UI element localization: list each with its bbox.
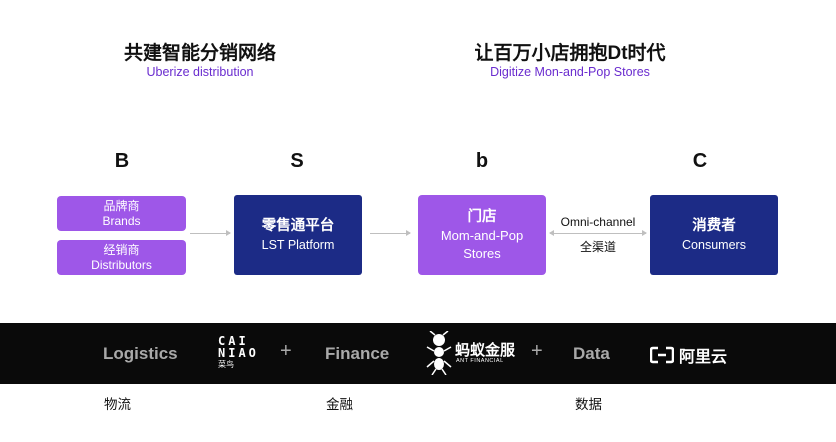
cainiao-logo: CAI NIAO 菜鸟 (218, 335, 259, 370)
lst-en: LST Platform (261, 238, 335, 252)
cainiao-cn: 菜鸟 (218, 360, 234, 369)
cainiao-line2: NIAO (218, 346, 259, 360)
plus-icon-2: + (531, 340, 543, 362)
cainiao-line1: CAI (218, 334, 249, 348)
lst-zh: 零售通平台 (261, 218, 335, 234)
consumers-box: 消费者 Consumers (650, 195, 778, 275)
ant-icon (426, 330, 452, 376)
arrow-s-to-b (370, 230, 411, 236)
letter-s: S (290, 150, 304, 172)
consumers-zh: 消费者 (692, 218, 736, 234)
ant-financial-cn: 蚂蚁金服 (455, 342, 516, 359)
arrow-b-to-c (549, 230, 647, 236)
left-subtitle: Uberize distribution (146, 65, 254, 79)
data-label: Data (573, 344, 610, 363)
letter-b-upper: B (114, 150, 130, 172)
stores-box: 门店 Mom-and-Pop Stores (418, 195, 546, 275)
aliyun-cn: 阿里云 (679, 349, 728, 366)
aliyun-icon (650, 346, 674, 364)
aliyun-logo: 阿里云 (650, 343, 727, 367)
lst-platform-box: 零售通平台 LST Platform (234, 195, 362, 275)
distributors-en: Distributors (91, 257, 152, 272)
distributors-zh: 经销商 (103, 242, 140, 257)
brands-box: 品牌商 Brands (57, 196, 186, 231)
infrastructure-band (0, 323, 836, 384)
distributors-box: 经销商 Distributors (57, 240, 186, 275)
plus-icon-1: + (280, 340, 292, 362)
omni-channel-zh: 全渠道 (579, 240, 616, 254)
consumers-en: Consumers (682, 238, 746, 252)
stores-zh: 门店 (467, 209, 497, 225)
stores-en-line1: Mom-and-Pop (440, 228, 524, 243)
finance-zh: 金融 (326, 397, 353, 412)
logistics-label: Logistics (103, 344, 178, 363)
right-title: 让百万小店拥抱Dt时代 (474, 43, 666, 64)
letter-c: C (692, 150, 708, 172)
brands-en: Brands (102, 213, 141, 228)
ant-financial-en: ANT FINANCIAL (456, 358, 504, 364)
right-subtitle: Digitize Mon-and-Pop Stores (490, 65, 650, 79)
data-zh: 数据 (575, 397, 602, 412)
letter-b-lower: b (475, 150, 489, 172)
logistics-zh: 物流 (104, 397, 131, 412)
finance-label: Finance (325, 344, 390, 363)
arrow-b-to-s (190, 230, 231, 236)
left-title: 共建智能分销网络 (123, 43, 276, 64)
omni-channel-label: Omni-channel (560, 215, 636, 229)
stores-en-line2: Stores (463, 246, 501, 261)
ant-financial-logo: 蚂蚁金服 ANT FINANCIAL (425, 330, 515, 380)
brands-zh: 品牌商 (103, 198, 140, 213)
